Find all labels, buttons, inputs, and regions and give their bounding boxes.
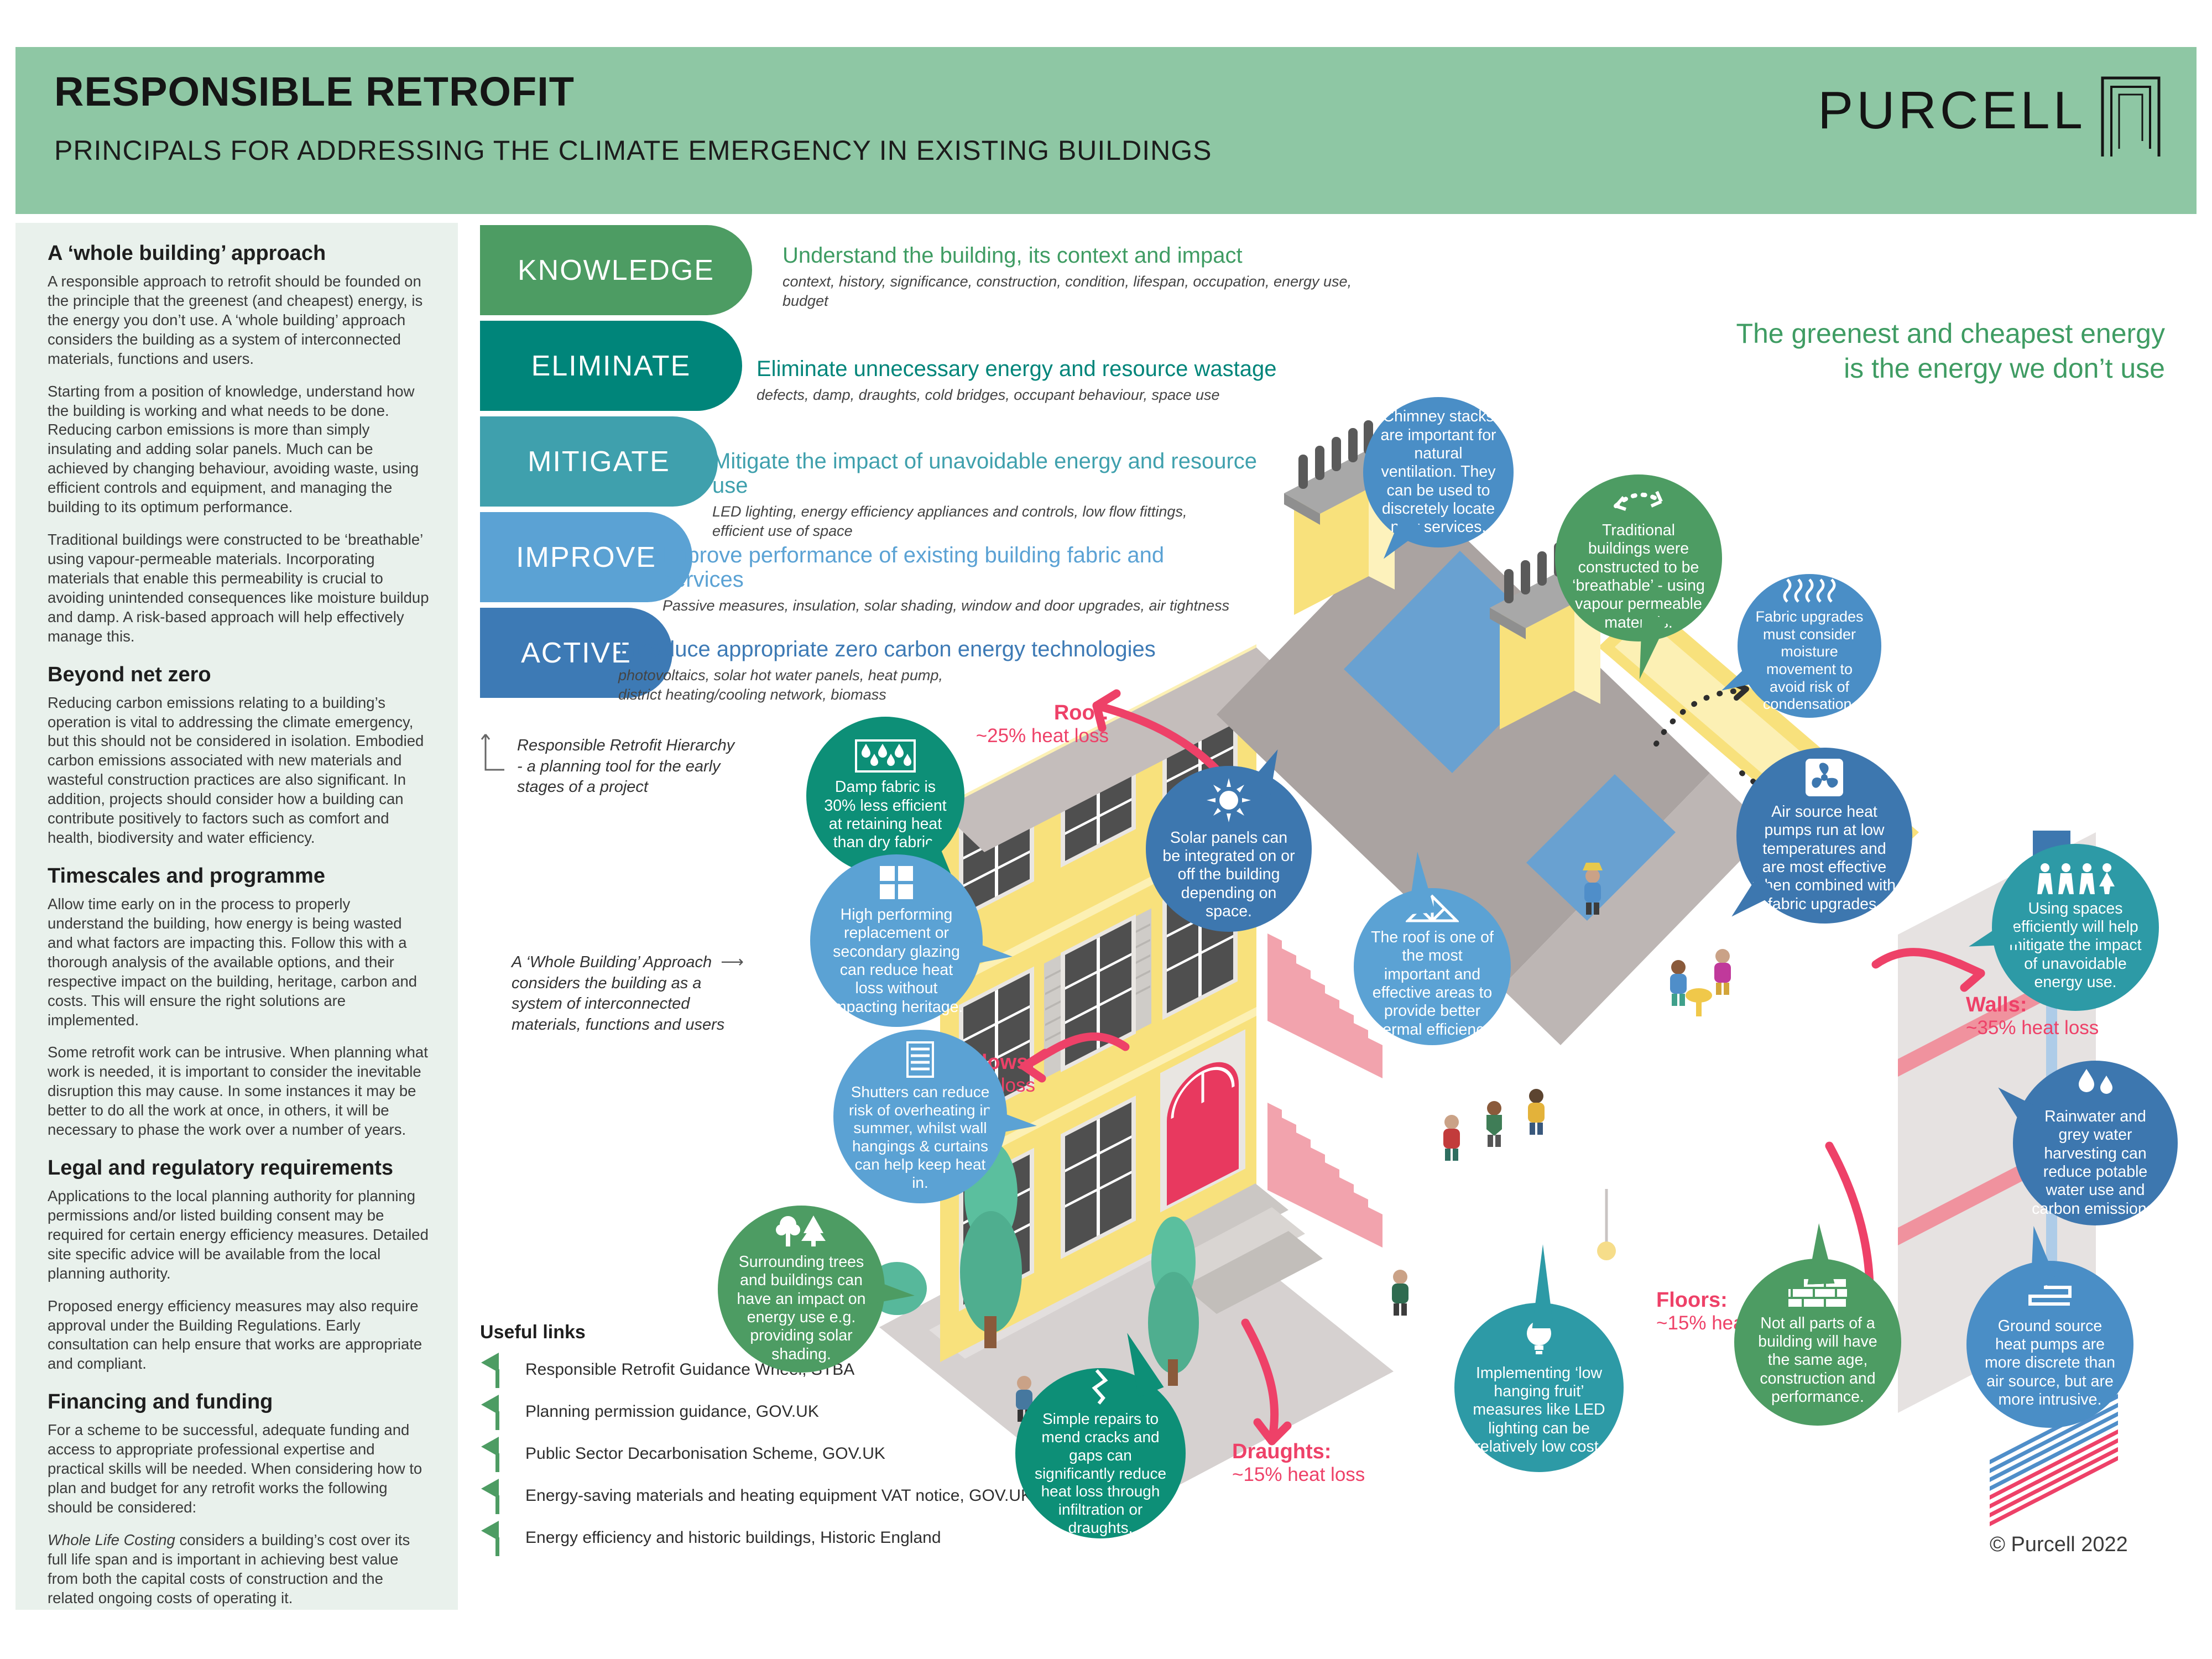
trees-icon (775, 1214, 828, 1248)
shutter-icon (906, 1041, 934, 1078)
callout-simple-repairs: Simple repairs to mend cracks and gaps c… (1015, 1368, 1186, 1538)
tagline: The greenest and cheapest energy is the … (1736, 318, 2165, 384)
callout-solar-panels: Solar panels can be integrated on or off… (1146, 766, 1312, 932)
hierarchy-desc-mitigate: Mitigate the impact of unavoidable energ… (712, 449, 1258, 540)
useful-links-heading: Useful links (480, 1322, 586, 1343)
hierarchy-block-improve: IMPROVE (480, 512, 692, 602)
poster-title: RESPONSIBLE RETROFIT (54, 69, 575, 114)
section-paragraph: Traditional buildings were constructed t… (48, 531, 429, 645)
callout-not-all-parts: Not all parts of a building will have th… (1734, 1259, 1901, 1426)
link-arrow-icon (481, 1437, 499, 1472)
callout-traditional-breathable: Traditional buildings were constructed t… (1555, 474, 1722, 641)
callout-high-performing-glazing: High performing replacement or secondary… (810, 854, 983, 1027)
hierarchy-block-eliminate: ELIMINATE (480, 321, 742, 411)
copyright: © Purcell 2022 (1990, 1533, 2128, 1556)
section-paragraph: Starting from a position of knowledge, u… (48, 382, 419, 516)
brick-wall-icon (1787, 1278, 1848, 1309)
section-heading: Legal and regulatory requirements (48, 1156, 394, 1180)
section-paragraph: Whole Life Costing considers a building’… (48, 1531, 410, 1606)
callout-shutters: Shutters can reduce risk of overheating … (833, 1030, 1007, 1203)
callout-damp-fabric: Damp fabric is 30% less efficient at ret… (806, 717, 964, 875)
callout-low-hanging-fruit: Implementing ‘low hanging fruit’ measure… (1454, 1303, 1624, 1472)
sun-icon (1206, 777, 1252, 823)
section-heading: Financing and funding (48, 1390, 273, 1414)
damp-drips-icon (855, 739, 916, 773)
link-item[interactable]: Public Sector Decarbonisation Scheme, GO… (480, 1437, 885, 1473)
shuttered-window (1044, 908, 1151, 1079)
blue-wall-section (1726, 1026, 1892, 1178)
section-paragraph: A responsible approach to retrofit shoul… (48, 273, 423, 367)
link-arrow-icon (481, 1479, 499, 1514)
link-arrow-icon (481, 1395, 499, 1430)
callout-surrounding-trees: Surrounding trees and buildings can have… (718, 1206, 885, 1373)
ground-loop-panel (1990, 1394, 2118, 1526)
solar-panel-small (1526, 774, 1676, 921)
section-paragraph: Proposed energy efficiency measures may … (48, 1297, 422, 1373)
ground-loop-icon (2023, 1280, 2077, 1312)
staircase (1267, 933, 1383, 1248)
poster-subtitle: PRINCIPALS FOR ADDRESSING THE CLIMATE EM… (54, 135, 1212, 166)
callout-ground-source: Ground source heat pumps are more discre… (1966, 1261, 2133, 1428)
callout-air-source: Air source heat pumps run at low tempera… (1736, 748, 1912, 924)
parapet-strip (940, 648, 1301, 852)
door-steps (1161, 1183, 1323, 1314)
link-item[interactable]: Planning permission guidance, GOV.UK (480, 1395, 819, 1431)
callout-fabric-upgrades: Fabric upgrades must consider moisture m… (1738, 574, 1881, 718)
callout-roof-thermal: The roof is one of the most important an… (1354, 888, 1511, 1045)
section-paragraph: Reducing carbon emissions relating to a … (48, 693, 424, 847)
hierarchy-bracket-arrow-icon (480, 728, 513, 778)
right-arrow-glyph: ⟶ (721, 953, 744, 971)
section-paragraph: Allow time early on in the process to pr… (48, 895, 418, 1029)
heat-label-draughts: Draughts:~15% heat loss (1232, 1440, 1365, 1485)
section-paragraph: For a scheme to be successful, adequate … (48, 1421, 422, 1516)
heat-label-walls: Walls:~35% heat loss (1966, 993, 2099, 1039)
section-paragraph: Applications to the local planning autho… (48, 1187, 429, 1282)
callout-rainwater: Rainwater and grey water harvesting can … (2013, 1061, 2178, 1225)
italic-lead: Whole Life Costing (48, 1531, 175, 1548)
callout-using-spaces: Using spaces efficiently will help mitig… (1992, 844, 2159, 1011)
section-paragraph: Some retrofit work can be intrusive. Whe… (48, 1044, 428, 1139)
vapour-arrows-icon (1608, 484, 1669, 516)
glazing-window-icon (879, 865, 914, 900)
water-drops-icon (2072, 1068, 2119, 1102)
insulation-icon (1783, 578, 1836, 603)
pendant-light (1597, 1189, 1616, 1260)
crack-icon (1087, 1369, 1114, 1405)
purcell-door-icon (2100, 76, 2161, 158)
fan-icon (1804, 758, 1844, 797)
link-item[interactable]: Energy efficiency and historic buildings… (480, 1521, 941, 1557)
section-heading: A ‘whole building’ approach (48, 242, 326, 265)
hierarchy-desc-active: Introduce appropriate zero carbon energy… (618, 637, 1156, 703)
section-heading: Timescales and programme (48, 864, 325, 888)
hierarchy-desc-knowledge: Understand the building, its context and… (782, 243, 1352, 310)
link-item[interactable]: Energy-saving materials and heating equi… (480, 1479, 1032, 1515)
callout-chimney-stacks: Chimney stacks are important for natural… (1363, 397, 1514, 547)
whole-building-note: A ‘Whole Building’ Approach ⟶ considers … (512, 953, 744, 1034)
people-icon (2034, 863, 2117, 894)
hierarchy-desc-eliminate: Eliminate unnecessary energy and resourc… (757, 357, 1277, 403)
heat-label-roof: Roof:~25% heat loss (975, 701, 1109, 747)
header-band: RESPONSIBLE RETROFIT PRINCIPALS FOR ADDR… (15, 47, 2197, 214)
hierarchy-desc-improve: Improve performance of existing building… (662, 543, 1230, 614)
hierarchy-block-active: ACTIVE (480, 608, 672, 698)
hierarchy-annotation: Responsible Retrofit Hierarchy - a plann… (517, 737, 735, 796)
link-arrow-icon (481, 1521, 499, 1556)
hierarchy-block-mitigate: MITIGATE (480, 416, 718, 507)
purcell-logo-text: PURCELL (1818, 81, 2086, 140)
section-heading: Beyond net zero (48, 662, 211, 686)
hierarchy-block-knowledge: KNOWLEDGE (480, 225, 752, 315)
sidebar-panel: A ‘whole building’ approach A responsibl… (15, 223, 458, 1610)
green-roof-section (1710, 935, 1892, 1112)
front-door (1160, 1029, 1245, 1213)
link-arrow-icon (481, 1353, 499, 1388)
